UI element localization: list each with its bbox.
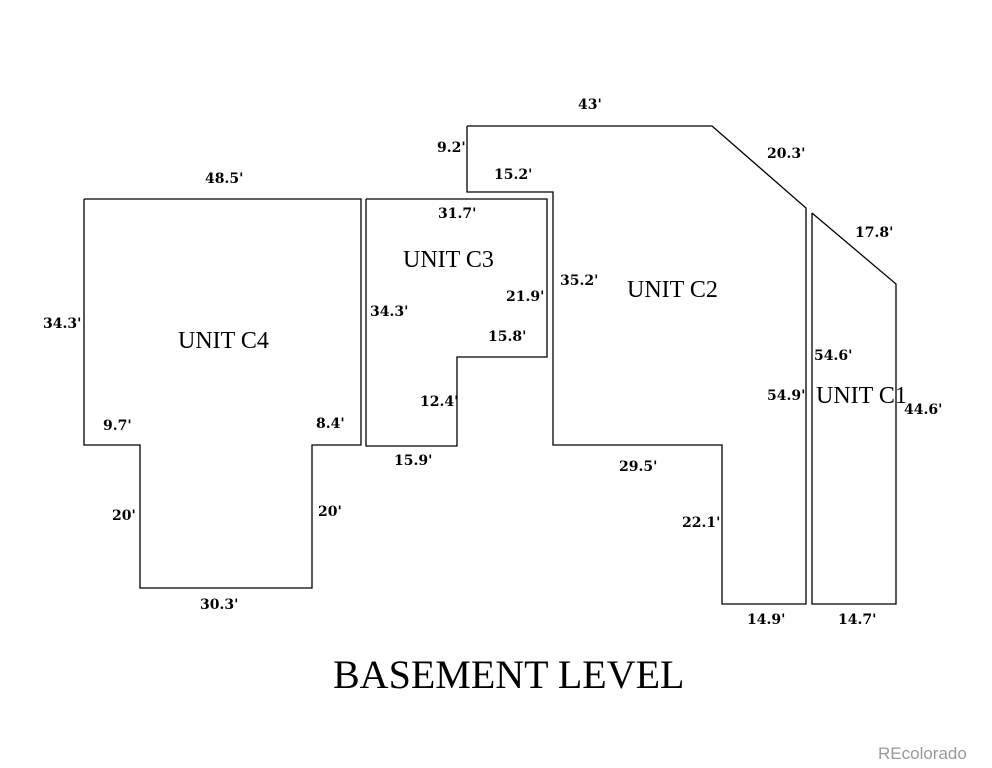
unit-c1-label: UNIT C1 [816,383,907,409]
c2-dim-left-short: 9.2' [437,140,466,156]
c2-dim-bottom: 14.9' [747,612,785,628]
c4-dim-step-left: 9.7' [103,418,132,434]
unit-c3-outline [365,198,548,447]
c2-dim-top: 43' [578,97,602,113]
c2-dim-left-long: 35.2' [560,273,598,289]
c1-dim-bottom: 14.7' [838,612,876,628]
c1-dim-left: 54.6' [814,348,852,364]
c3-dim-notch-side: 12.4' [420,394,458,410]
watermark: REcolorado [878,744,967,763]
unit-c2-outline [466,125,807,605]
c4-dim-lower-left: 20' [112,508,136,524]
c3-dim-left: 34.3' [370,304,408,320]
unit-c4-label: UNIT C4 [178,328,269,354]
c4-dim-lower-right: 20' [318,504,342,520]
c4-dim-step-right: 8.4' [316,416,345,432]
c2-dim-diagonal: 20.3' [767,146,805,162]
c1-dim-right: 44.6' [904,402,942,418]
c3-dim-notch: 15.8' [488,329,526,345]
unit-c1-outline [811,212,897,605]
unit-c4-outline [83,198,362,589]
unit-c3-label: UNIT C3 [403,247,494,273]
c2-dim-lower-side: 22.1' [682,515,720,531]
c3-dim-bottom: 15.9' [394,453,432,469]
c2-dim-step: 29.5' [619,459,657,475]
c2-dim-right: 54.9' [767,388,805,404]
c3-dim-top: 31.7' [438,206,476,222]
c4-dim-bottom: 30.3' [200,597,238,613]
plan-title: BASEMENT LEVEL [333,652,684,697]
c4-dim-top: 48.5' [205,171,243,187]
c3-dim-right-upper: 21.9' [506,289,544,305]
unit-c2-label: UNIT C2 [627,277,718,303]
c2-dim-jog: 15.2' [494,167,532,183]
c4-dim-left: 34.3' [43,316,81,332]
c1-dim-diagonal: 17.8' [855,225,893,241]
